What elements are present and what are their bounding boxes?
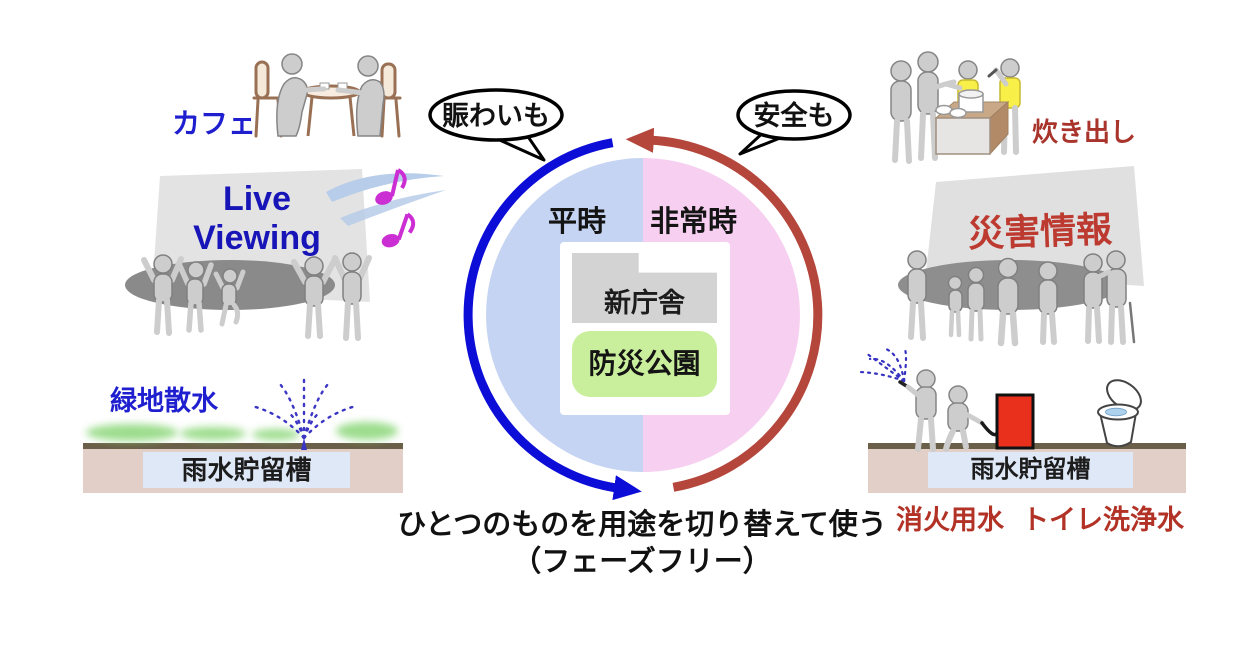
grass-patch — [86, 424, 178, 441]
bubble-normal: 賑わいも — [428, 88, 564, 162]
firewater-label: 消火用水 — [896, 505, 1004, 535]
watering-label: 緑地散水 — [110, 386, 218, 416]
hose-icon — [980, 421, 999, 437]
cooking-icon — [890, 51, 1021, 164]
grass-patch — [252, 429, 300, 440]
toiletwater-label: トイレ洗浄水 — [1022, 505, 1184, 535]
cheering-crowd-icon — [125, 252, 372, 341]
caption-line2: （フェーズフリー） — [512, 546, 772, 578]
music-notes-icon — [326, 168, 446, 248]
hose-spray-icon — [858, 345, 908, 383]
cafe-label: カフェ — [172, 108, 257, 139]
firefighters-icon — [905, 369, 985, 452]
cafe-icon — [252, 53, 402, 138]
toilet-icon — [1097, 379, 1142, 448]
caption: ひとつのものを用途を切り替えて使う （フェーズフリー） — [377, 507, 907, 581]
standing-crowd-icon — [898, 250, 1136, 347]
bubble-normal-text: 賑わいも — [442, 101, 550, 131]
standpipe-box-icon — [995, 393, 1035, 450]
phase-emergency-label: 非常時 — [649, 206, 737, 238]
rainwater-tank-left: 雨水貯留槽 — [143, 452, 350, 488]
fire-and-toilet-scene — [858, 345, 1142, 452]
sprinkler-spray-icon — [250, 374, 358, 450]
caption-line1: ひとつのものを用途を切り替えて使う — [397, 509, 887, 541]
phase-normal-label: 平時 — [547, 206, 606, 238]
live-screen-line1: Live — [222, 180, 292, 218]
park-box: 防災公園 — [572, 331, 717, 397]
tank-right-label: 雨水貯留槽 — [970, 456, 1091, 483]
live-screen-text: Live Viewing — [168, 180, 346, 258]
building-label: 新庁舎 — [604, 288, 685, 318]
grass-patch — [180, 427, 246, 440]
bubble-emergency-text: 安全も — [754, 100, 835, 131]
emergency-cycle-arrow — [625, 127, 823, 492]
rainwater-tank-right: 雨水貯留槽 — [928, 452, 1133, 488]
grass-patch — [336, 422, 398, 440]
tank-left-label: 雨水貯留槽 — [181, 455, 312, 485]
park-label: 防災公園 — [588, 348, 701, 379]
normal-cycle-arrow — [463, 138, 642, 501]
live-screen-line2: Viewing — [193, 219, 321, 257]
bubble-emergency: 安全も — [736, 89, 852, 156]
cooking-label: 炊き出し — [1032, 117, 1137, 147]
